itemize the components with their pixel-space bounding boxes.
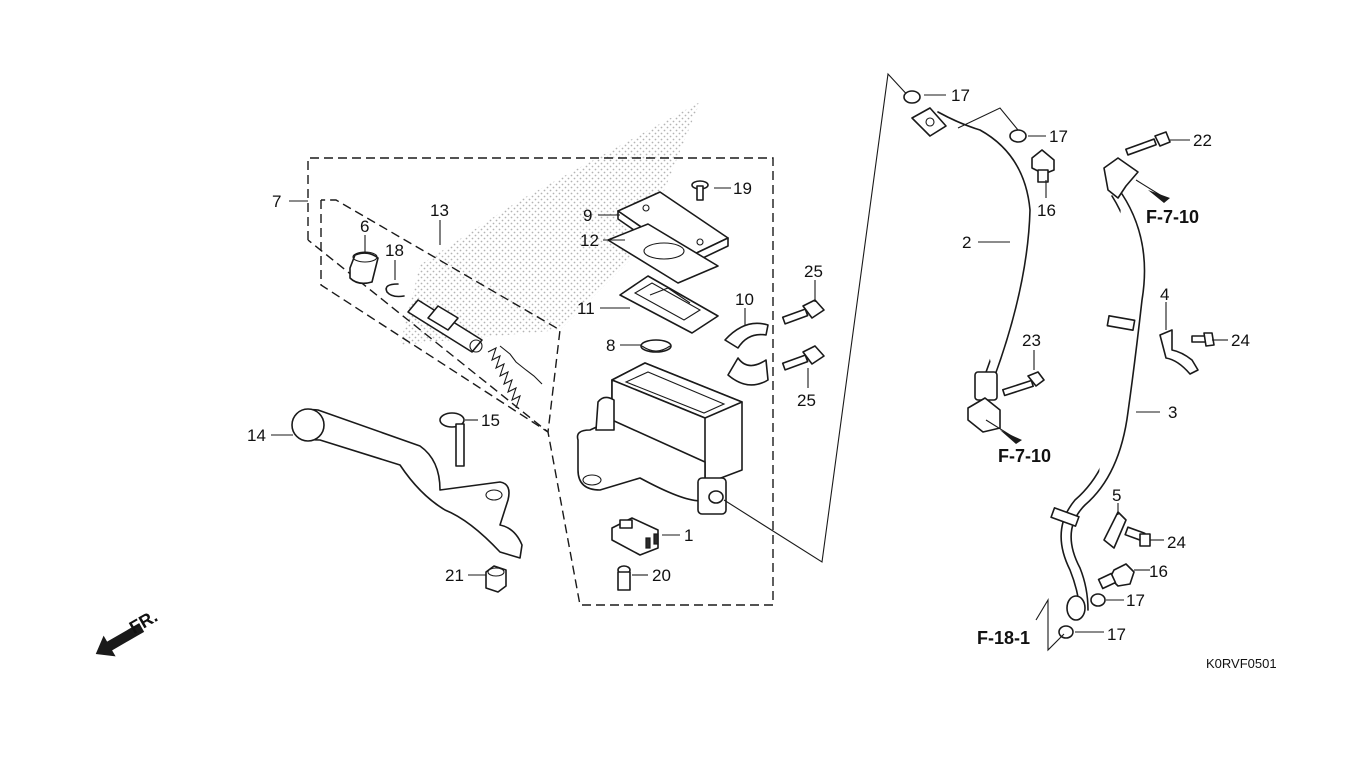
hose-connection-leader <box>723 72 913 563</box>
cylinder-holder[interactable] <box>724 322 769 386</box>
callout-12: 12 <box>580 231 599 250</box>
reference-f7-10-top[interactable]: F-7-10 <box>1146 207 1199 227</box>
callout-21: 21 <box>445 566 464 585</box>
reference-f18-1[interactable]: F-18-1 <box>977 628 1030 648</box>
stop-switch[interactable] <box>611 517 659 556</box>
callout-20: 20 <box>652 566 671 585</box>
callout-18: 18 <box>385 241 404 260</box>
callout-7: 7 <box>272 192 281 211</box>
hose-clamp-upper[interactable] <box>1159 329 1199 375</box>
callout-17d: 17 <box>1107 625 1126 644</box>
diaphragm[interactable] <box>619 275 719 334</box>
banjo-bolt-upper[interactable] <box>1031 149 1055 183</box>
assembly-13-outline <box>320 199 561 434</box>
diaphragm-plate[interactable] <box>607 223 719 284</box>
pivot-bolt[interactable] <box>439 412 465 467</box>
clamp-bolt-lower[interactable] <box>1124 526 1151 547</box>
callout-22: 22 <box>1193 131 1212 150</box>
callout-19: 19 <box>733 179 752 198</box>
front-direction-arrow <box>95 623 145 657</box>
holder-bolt-upper[interactable] <box>781 299 825 325</box>
cap-screw[interactable] <box>691 180 709 201</box>
washer-upper-left[interactable] <box>903 90 921 104</box>
hose-joint-bolt[interactable] <box>1002 371 1045 397</box>
washer-upper-right[interactable] <box>1009 129 1027 143</box>
callout-4: 4 <box>1160 285 1169 304</box>
callout-5: 5 <box>1112 486 1121 505</box>
callout-14: 14 <box>247 426 266 445</box>
callout-17b: 17 <box>1049 127 1068 146</box>
callout-3: 3 <box>1168 403 1177 422</box>
callout-16a: 16 <box>1037 201 1056 220</box>
callout-10: 10 <box>735 290 754 309</box>
brake-lever[interactable] <box>291 408 523 559</box>
ref-bracket-f18 <box>1035 598 1065 652</box>
callout-2: 2 <box>962 233 971 252</box>
washer-lower-right[interactable] <box>1090 593 1106 607</box>
hose-bolt-top[interactable] <box>1125 131 1171 156</box>
callout-25b: 25 <box>797 391 816 410</box>
callout-8: 8 <box>606 336 615 355</box>
float[interactable] <box>640 339 672 353</box>
clamp-bolt-upper[interactable] <box>1191 332 1215 347</box>
switch-screw[interactable] <box>617 565 631 591</box>
piston[interactable] <box>407 299 483 353</box>
washer-bracket-line <box>957 107 1019 131</box>
callout-16b: 16 <box>1149 562 1168 581</box>
callout-25a: 25 <box>804 262 823 281</box>
reference-f7-10-mid[interactable]: F-7-10 <box>998 446 1051 466</box>
callout-11: 11 <box>577 299 595 318</box>
shading-area <box>400 102 700 345</box>
pivot-nut[interactable] <box>485 565 507 593</box>
holder-bolt-lower[interactable] <box>781 345 825 371</box>
ref-arrow-mid <box>1000 430 1022 444</box>
upper-brake-hose[interactable] <box>911 107 1031 433</box>
lower-brake-hose[interactable] <box>1050 157 1146 621</box>
master-cylinder-body[interactable] <box>576 362 743 515</box>
banjo-bolt-lower[interactable] <box>1097 563 1135 590</box>
piston-boot[interactable] <box>349 251 379 285</box>
callout-23: 23 <box>1022 331 1041 350</box>
callout-9: 9 <box>583 206 592 225</box>
callout-17a: 17 <box>951 86 970 105</box>
hose-clamp-lower[interactable] <box>1103 511 1127 549</box>
ref-arrow-top <box>1148 190 1170 203</box>
callout-24a: 24 <box>1231 331 1250 350</box>
callout-15: 15 <box>481 411 500 430</box>
callout-6: 6 <box>360 217 369 236</box>
diagram-code: K0RVF0501 <box>1206 656 1277 671</box>
circlip[interactable] <box>385 283 405 298</box>
callout-13: 13 <box>430 201 449 220</box>
callout-1: 1 <box>684 526 693 545</box>
callout-24b: 24 <box>1167 533 1186 552</box>
callout-17c: 17 <box>1126 591 1145 610</box>
piston-spring[interactable] <box>487 345 543 409</box>
